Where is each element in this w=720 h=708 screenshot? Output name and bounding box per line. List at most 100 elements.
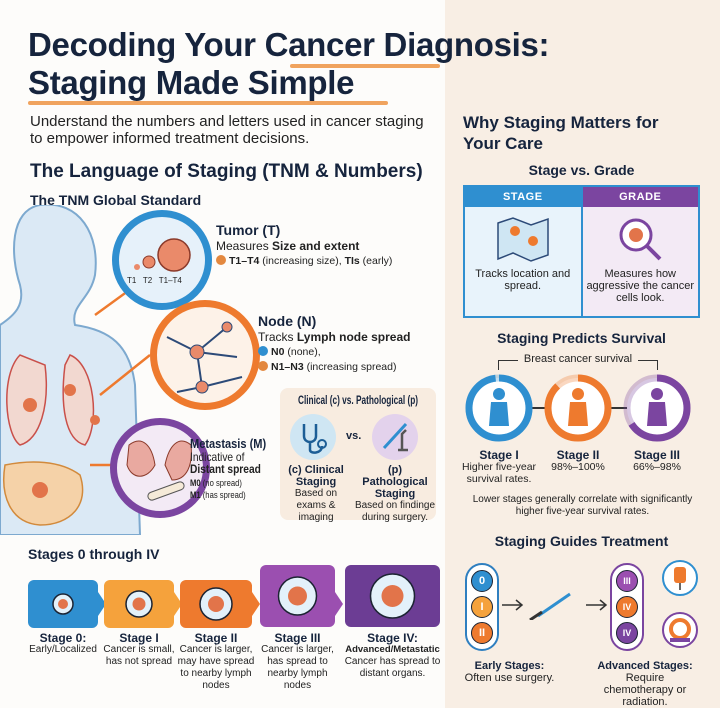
stage-title: Stage IV: bbox=[367, 631, 418, 645]
arrows-and-scalpel-icon bbox=[502, 592, 608, 620]
survival-note: Lower stages generally correlate with si… bbox=[472, 494, 693, 517]
node-item-n1-n3: N1–N3 bbox=[271, 361, 304, 373]
survival-bracket-label: Breast cancer survival bbox=[518, 353, 638, 365]
m0-text: (no spread) bbox=[200, 478, 242, 488]
metastasis-title: Metastasis (M) bbox=[190, 436, 267, 451]
numeral-0: 0 bbox=[471, 570, 493, 592]
person-icon bbox=[568, 388, 588, 426]
check-icon bbox=[258, 346, 268, 356]
grade-header: GRADE bbox=[582, 187, 698, 207]
microscope-icon bbox=[372, 414, 418, 460]
cancer-cell-icon bbox=[199, 587, 233, 621]
stethoscope-icon bbox=[290, 414, 336, 460]
check-icon bbox=[258, 361, 268, 371]
survival-stage-title: Stage II bbox=[556, 448, 600, 462]
stage-subtitle: Advanced/Metastatic bbox=[345, 644, 440, 655]
subtitle: Understand the numbers and letters used … bbox=[30, 113, 424, 147]
title-underline bbox=[28, 101, 388, 105]
tumor-title: Tumor (T) bbox=[216, 222, 281, 238]
early-stages-label: Early Stages: Often use surgery. bbox=[462, 660, 557, 684]
tumor-item-text: (increasing size), bbox=[259, 255, 345, 267]
survival-ring bbox=[621, 372, 693, 444]
tumor-desc: Measures bbox=[216, 239, 273, 253]
stage-box bbox=[260, 565, 335, 627]
early-stages-pill: 0 I II bbox=[465, 563, 499, 651]
radiation-machine-icon bbox=[662, 612, 698, 648]
survival-stage-desc: Higher five-year survival rates. bbox=[461, 461, 537, 485]
tumor-illustration: T1 T2 T1–T4 bbox=[112, 210, 212, 310]
stages-heading: Stages 0 through IV bbox=[28, 546, 160, 562]
title-line-2: Staging Made Simple bbox=[28, 64, 355, 101]
survival-heading: Staging Predicts Survival bbox=[497, 330, 666, 346]
title-line-1: Decoding Your Cancer Diagnosis: bbox=[28, 26, 550, 63]
clinical-heading: Clinical (c) vs. Pathological (p) bbox=[297, 395, 419, 407]
tnm-heading: The TNM Global Standard bbox=[30, 192, 202, 208]
stage-column: STAGE Tracks location and spread. bbox=[465, 187, 583, 316]
tumor-description: Tumor (T) Measures Size and extent T1–T4… bbox=[216, 222, 392, 267]
survival-stage-title: Stage I bbox=[479, 448, 519, 462]
body-illustration bbox=[0, 205, 150, 535]
stage-box bbox=[180, 580, 252, 628]
person-icon bbox=[489, 388, 509, 426]
tumor-desc-bold: Size and extent bbox=[272, 239, 360, 253]
stage-desc: Early/Localized bbox=[29, 644, 97, 655]
ring-fill bbox=[623, 374, 691, 442]
arrow-icon bbox=[98, 592, 106, 616]
node-desc-bold: Lymph node spread bbox=[296, 330, 411, 344]
stage-box bbox=[104, 580, 174, 628]
cancer-cell-icon bbox=[52, 593, 74, 615]
check-icon bbox=[216, 255, 226, 265]
arrow-icon bbox=[174, 592, 182, 616]
stage-box bbox=[28, 580, 98, 628]
language-heading: The Language of Staging (TNM & Numbers) bbox=[30, 161, 423, 182]
stage-desc: Tracks location and spread. bbox=[475, 268, 571, 292]
tumor-label-t2: T2 bbox=[142, 276, 153, 285]
stage-box bbox=[345, 565, 440, 627]
node-item-n0-text: (none), bbox=[284, 346, 321, 358]
metastasis-description: Metastasis (M) Indicative of Distant spr… bbox=[190, 436, 266, 501]
page-title: Decoding Your Cancer Diagnosis: Staging … bbox=[28, 26, 550, 102]
stage-vs-grade-heading: Stage vs. Grade bbox=[528, 162, 635, 178]
node-description: Node (N) Tracks Lymph node spread N0 (no… bbox=[258, 313, 410, 373]
clinical-vs-pathological-panel: Clinical (c) vs. Pathological (p) vs. (c… bbox=[280, 388, 436, 523]
m0-label: M0 bbox=[190, 478, 201, 488]
clinical-staging: (c) Clinical Staging Based on exams & im… bbox=[280, 464, 352, 524]
stage-title: Stage III bbox=[274, 631, 321, 645]
node-item-n0: N0 bbox=[271, 346, 285, 358]
ring-fill bbox=[544, 374, 612, 442]
stage-desc: Cancer is larger, may have spread to nea… bbox=[177, 644, 255, 691]
survival-stage-title: Stage III bbox=[633, 448, 680, 462]
advanced-stages-pill: III IV IV bbox=[610, 563, 644, 651]
early-title: Early Stages: bbox=[474, 660, 545, 672]
node-title: Node (N) bbox=[258, 313, 317, 329]
grade-column: GRADE Measures how aggressive the cancer… bbox=[582, 187, 698, 316]
title-underline bbox=[290, 64, 440, 68]
person-icon bbox=[647, 388, 667, 426]
vs-label: vs. bbox=[346, 430, 362, 442]
cancer-cell-icon bbox=[125, 590, 153, 618]
numeral-iv: IV bbox=[616, 622, 638, 644]
stage-title: Stage 0: bbox=[39, 631, 87, 645]
pathological-staging: (p) Pathological Staging Based on findin… bbox=[354, 464, 436, 524]
iv-bag-icon bbox=[662, 560, 698, 596]
tumor-item-text2: (early) bbox=[359, 255, 393, 267]
numeral-ii: II bbox=[471, 622, 493, 644]
stage-vs-grade-table: STAGE Tracks location and spread. GRADE … bbox=[463, 185, 700, 318]
map-icon bbox=[497, 217, 549, 262]
arrow-icon bbox=[335, 592, 343, 616]
survival-ring bbox=[542, 372, 614, 444]
clinical-desc: Based on exams & imaging bbox=[294, 488, 338, 523]
advanced-desc: Require chemotherapy or radiation. bbox=[603, 672, 687, 708]
arrow-icon bbox=[252, 592, 260, 616]
lymph-node-illustration bbox=[150, 300, 260, 410]
stage-title: Stage II bbox=[194, 631, 238, 645]
numeral-i: I bbox=[471, 596, 493, 618]
metastasis-illustration bbox=[110, 418, 210, 518]
stage-desc: Cancer is larger, has spread to nearby l… bbox=[261, 644, 334, 691]
stage-label: Stage 0:Early/Localized bbox=[22, 632, 104, 656]
